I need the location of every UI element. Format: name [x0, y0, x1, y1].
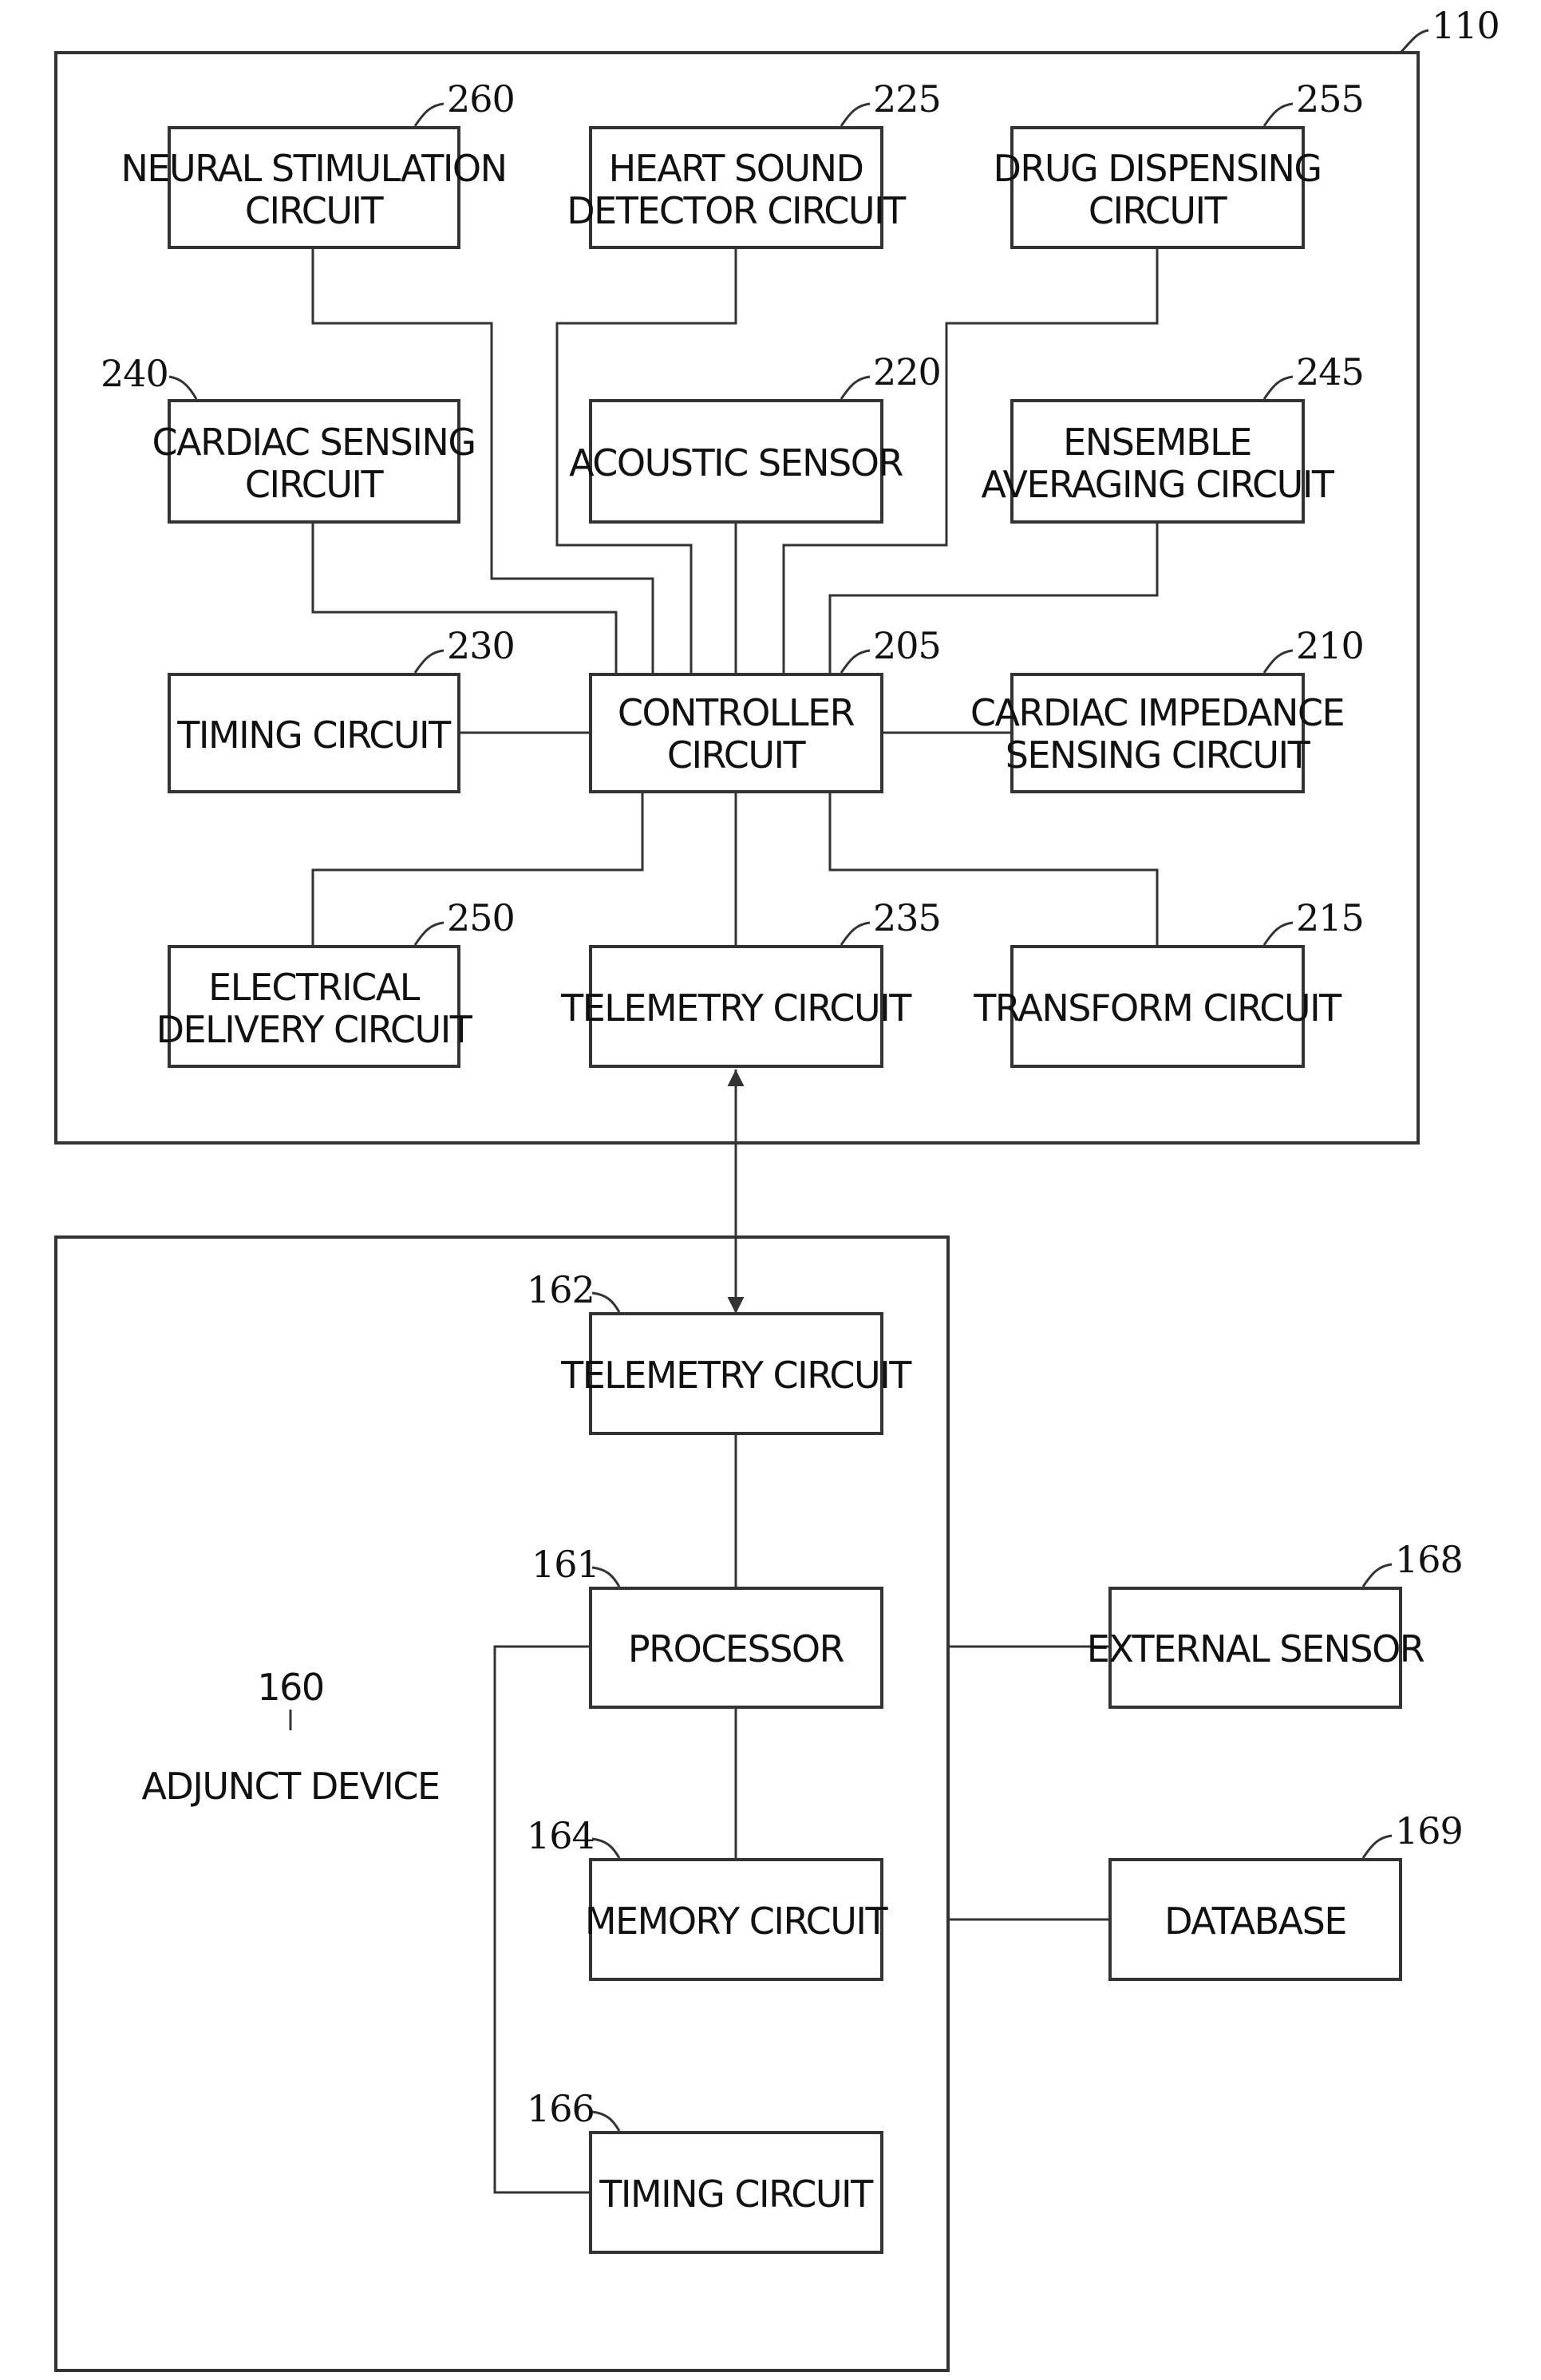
svg-text:235: 235 — [873, 896, 941, 939]
svg-text:CARDIAC SENSING: CARDIAC SENSING — [152, 421, 476, 464]
svg-text:MEMORY CIRCUIT: MEMORY CIRCUIT — [585, 1900, 889, 1943]
svg-text:230: 230 — [447, 624, 515, 667]
acoustic-sensor-block: ACOUSTIC SENSOR 220 — [569, 350, 941, 522]
cardiac-sensing-block: CARDIAC SENSING CIRCUIT 240 — [101, 352, 475, 522]
svg-text:TELEMETRY CIRCUIT: TELEMETRY CIRCUIT — [560, 986, 912, 1030]
svg-text:220: 220 — [873, 350, 941, 393]
svg-text:TIMING CIRCUIT: TIMING CIRCUIT — [599, 2172, 874, 2216]
svg-text:DATABASE: DATABASE — [1164, 1900, 1346, 1943]
controller-circuit-block: CONTROLLER CIRCUIT 205 — [591, 624, 941, 792]
svg-text:CIRCUIT: CIRCUIT — [245, 189, 385, 232]
svg-text:215: 215 — [1296, 896, 1364, 939]
svg-text:260: 260 — [447, 77, 515, 121]
database-block: DATABASE 169 — [1110, 1809, 1463, 1979]
adjunct-label: ADJUNCT DEVICE — [141, 1765, 439, 1808]
memory-circuit-block: MEMORY CIRCUIT 164 — [527, 1814, 888, 1979]
svg-text:AVERAGING CIRCUIT: AVERAGING CIRCUIT — [981, 463, 1334, 506]
svg-text:NEURAL STIMULATION: NEURAL STIMULATION — [121, 147, 506, 190]
svg-text:162: 162 — [527, 1268, 595, 1311]
external-sensor-block: EXTERNAL SENSOR 168 — [1087, 1538, 1463, 1707]
telemetry-circuit-block: TELEMETRY CIRCUIT 235 — [560, 896, 941, 1066]
svg-text:PROCESSOR: PROCESSOR — [628, 1627, 844, 1670]
svg-text:210: 210 — [1296, 624, 1364, 667]
svg-text:205: 205 — [873, 624, 941, 667]
device-wires — [313, 247, 1157, 947]
svg-text:250: 250 — [447, 896, 515, 939]
svg-text:DRUG DISPENSING: DRUG DISPENSING — [993, 147, 1321, 190]
svg-text:DETECTOR CIRCUIT: DETECTOR CIRCUIT — [567, 189, 907, 232]
svg-text:225: 225 — [873, 77, 941, 121]
svg-text:CIRCUIT: CIRCUIT — [245, 463, 385, 506]
svg-text:SENSING CIRCUIT: SENSING CIRCUIT — [1006, 733, 1311, 777]
transform-circuit-block: TRANSFORM CIRCUIT 215 — [973, 896, 1364, 1066]
device-ref-leader — [1401, 30, 1428, 53]
svg-text:255: 255 — [1296, 77, 1364, 121]
svg-text:CIRCUIT: CIRCUIT — [1089, 189, 1228, 232]
adjunct-ref: 160 — [257, 1666, 323, 1709]
svg-text:DELIVERY CIRCUIT: DELIVERY CIRCUIT — [156, 1008, 473, 1051]
timing-circuit-block: TIMING CIRCUIT 230 — [169, 624, 515, 792]
svg-text:166: 166 — [527, 2087, 595, 2130]
adjunct-telemetry-block: TELEMETRY CIRCUIT 162 — [527, 1268, 912, 1433]
ensemble-averaging-block: ENSEMBLE AVERAGING CIRCUIT 245 — [981, 350, 1363, 522]
neural-stimulation-block: NEURAL STIMULATION CIRCUIT 260 — [121, 77, 514, 247]
svg-text:EXTERNAL SENSOR: EXTERNAL SENSOR — [1087, 1627, 1424, 1670]
svg-text:245: 245 — [1296, 350, 1364, 393]
svg-text:CIRCUIT: CIRCUIT — [667, 733, 807, 777]
svg-text:TELEMETRY CIRCUIT: TELEMETRY CIRCUIT — [560, 1354, 912, 1397]
svg-text:CONTROLLER: CONTROLLER — [618, 691, 855, 734]
svg-text:TRANSFORM CIRCUIT: TRANSFORM CIRCUIT — [973, 986, 1342, 1030]
electrical-delivery-block: ELECTRICAL DELIVERY CIRCUIT 250 — [156, 896, 515, 1066]
svg-text:TIMING CIRCUIT: TIMING CIRCUIT — [176, 714, 452, 757]
svg-text:ACOUSTIC SENSOR: ACOUSTIC SENSOR — [569, 441, 903, 484]
drug-dispensing-block: DRUG DISPENSING CIRCUIT 255 — [993, 77, 1363, 247]
svg-text:ELECTRICAL: ELECTRICAL — [208, 966, 421, 1009]
svg-text:240: 240 — [101, 352, 168, 395]
device-ref: 110 — [1432, 4, 1500, 47]
svg-text:164: 164 — [527, 1814, 595, 1857]
svg-text:CARDIAC IMPEDANCE: CARDIAC IMPEDANCE — [970, 691, 1344, 734]
svg-text:161: 161 — [531, 1543, 599, 1586]
svg-text:ENSEMBLE: ENSEMBLE — [1063, 421, 1251, 464]
processor-block: PROCESSOR 161 — [531, 1543, 882, 1707]
cardiac-impedance-block: CARDIAC IMPEDANCE SENSING CIRCUIT 210 — [970, 624, 1364, 792]
adjunct-timing-block: TIMING CIRCUIT 166 — [527, 2087, 882, 2252]
svg-text:169: 169 — [1395, 1809, 1463, 1852]
heart-sound-detector-block: HEART SOUND DETECTOR CIRCUIT 225 — [567, 77, 941, 247]
svg-text:168: 168 — [1395, 1538, 1463, 1581]
svg-text:HEART SOUND: HEART SOUND — [609, 147, 863, 190]
